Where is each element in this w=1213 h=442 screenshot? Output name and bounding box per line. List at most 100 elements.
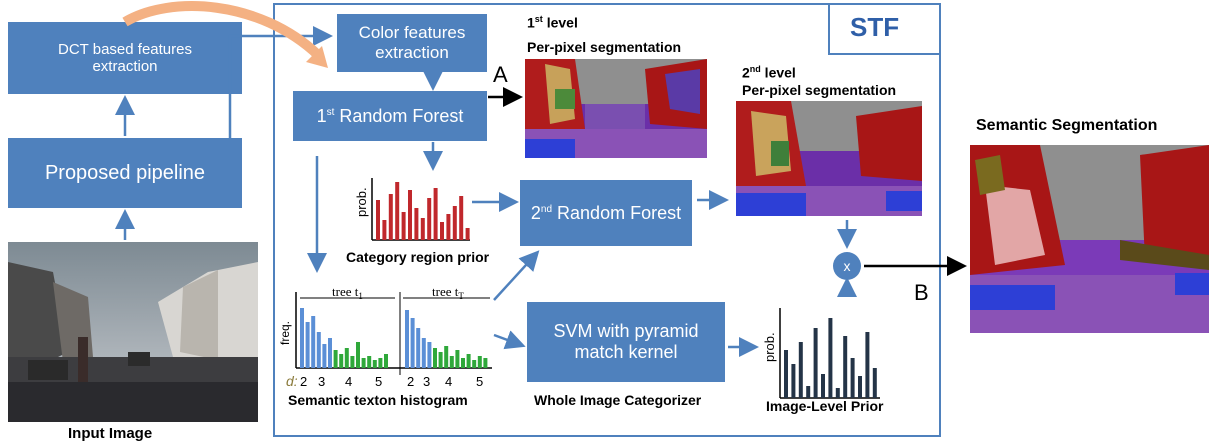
texton1-bar-3 <box>316 332 321 368</box>
semantic-segmentation-title: Semantic Segmentation <box>976 117 1158 134</box>
arrow-texton-to-svm <box>493 330 526 350</box>
imgprior-bar-8 <box>843 336 848 398</box>
input-image-label: Input Image <box>68 425 153 442</box>
texton1-bar-13 <box>372 360 377 368</box>
texton1-bar-15 <box>384 354 388 368</box>
texton1-bar-2 <box>311 316 316 368</box>
texton1-bar-12 <box>367 356 372 368</box>
texton2-bar-2 <box>416 328 421 368</box>
imgprior-bar-2 <box>798 342 803 398</box>
level1-subtitle: Per-pixel segmentation <box>527 39 682 55</box>
texton1-bar-7 <box>339 354 344 368</box>
tree1-label: tree t1 <box>332 284 363 301</box>
dct-features-label: DCT based features extraction <box>58 41 192 75</box>
prior-bar-1 <box>382 220 387 240</box>
texton2-bar-13 <box>477 356 482 368</box>
curved-arrow-dct-to-color <box>122 1 322 59</box>
imgprior-bar-10 <box>858 376 862 398</box>
level1-segmentation-image <box>525 59 707 158</box>
depth-label: d: <box>286 373 298 389</box>
depth-0: 2 <box>300 374 307 389</box>
prior-bar-3 <box>395 182 400 240</box>
label-a: A <box>493 62 508 87</box>
texton2-bar-6 <box>438 352 443 368</box>
texton1-bar-1 <box>305 322 310 368</box>
level2-subtitle: Per-pixel segmentation <box>742 82 897 98</box>
second-random-forest-box[interactable]: 2nd Random Forest <box>520 180 692 246</box>
color-features-label: Color features extraction <box>358 23 466 62</box>
texton1-bar-5 <box>328 338 332 368</box>
prior-bar-2 <box>388 194 393 240</box>
proposed-pipeline-box[interactable]: Proposed pipeline <box>8 138 242 208</box>
depth-7: 5 <box>476 374 483 389</box>
imgprior-bar-6 <box>828 318 833 398</box>
freq-label: freq. <box>278 321 292 345</box>
imgprior-bar-5 <box>821 374 825 398</box>
treeT-label: tree tT <box>432 284 464 301</box>
imgprior-bar-0 <box>784 350 788 398</box>
multiply-symbol: x <box>844 258 851 274</box>
imgprior-bar-4 <box>813 328 818 398</box>
imgprior-bar-1 <box>791 364 796 398</box>
prior-bar-12 <box>452 206 457 240</box>
texton1-bar-11 <box>361 358 366 368</box>
imgprior-bar-9 <box>850 358 855 398</box>
imgprior-bar-12 <box>872 368 877 398</box>
prior-bar-8 <box>427 198 432 240</box>
texton2-bar-3 <box>421 338 426 368</box>
prob-label-1: prob. <box>354 187 369 217</box>
arrow-texton-to-rf2 <box>493 250 540 301</box>
prior-bar-11 <box>446 214 451 240</box>
depth-2: 4 <box>345 374 352 389</box>
prior-bar-9 <box>433 188 438 240</box>
texton1-bar-14 <box>378 358 383 368</box>
second-rf-label: 2nd Random Forest <box>530 202 682 223</box>
depth-6: 4 <box>445 374 452 389</box>
first-random-forest-box[interactable]: 1st Random Forest <box>293 91 487 141</box>
texton2-bar-11 <box>466 354 471 368</box>
texton2-bar-12 <box>472 360 477 368</box>
texton2-bar-1 <box>410 318 415 368</box>
dct-features-box[interactable]: DCT based features extraction <box>8 22 242 94</box>
prior-bar-5 <box>408 190 412 240</box>
texton1-bar-10 <box>356 342 360 368</box>
imgprior-bar-3 <box>806 386 811 398</box>
label-b: B <box>914 280 929 305</box>
level1-title: 1st level <box>527 14 578 31</box>
semantic-segmentation-image <box>970 145 1209 333</box>
prior-bar-0 <box>376 200 380 240</box>
texton2-bar-14 <box>483 358 488 368</box>
prior-bar-13 <box>459 196 464 240</box>
imgprior-bar-11 <box>865 332 870 398</box>
level2-title: 2nd level <box>742 64 796 81</box>
texton1-bar-9 <box>350 356 355 368</box>
texton2-bar-7 <box>444 346 449 368</box>
svm-box[interactable]: SVM with pyramid match kernel <box>527 302 725 382</box>
color-features-box[interactable]: Color features extraction <box>337 14 487 72</box>
whole-image-label: Whole Image Categorizer <box>534 392 702 408</box>
multiply-node <box>833 252 861 280</box>
texton2-bar-8 <box>449 356 454 368</box>
proposed-pipeline-label: Proposed pipeline <box>44 161 206 184</box>
prior-bar-14 <box>465 228 470 240</box>
first-rf-label: 1st Random Forest <box>316 105 464 126</box>
texton1-bar-6 <box>333 350 338 368</box>
depth-1: 3 <box>318 374 325 389</box>
depth-4: 2 <box>407 374 414 389</box>
texton2-bar-10 <box>461 358 465 368</box>
svm-label: SVM with pyramid match kernel <box>553 321 699 362</box>
stf-frame <box>273 3 941 437</box>
depth-3: 5 <box>375 374 382 389</box>
texton1-bar-4 <box>322 344 327 368</box>
prior-bar-4 <box>401 212 406 240</box>
depth-5: 3 <box>423 374 430 389</box>
stf-tag: STF <box>850 12 900 42</box>
level2-segmentation-image <box>736 101 922 216</box>
texton2-bar-4 <box>427 342 432 368</box>
input-image <box>8 242 258 422</box>
imgprior-bar-7 <box>835 388 840 398</box>
image-level-prior-chart: prob. <box>762 308 880 399</box>
prob-label-2: prob. <box>762 332 777 362</box>
